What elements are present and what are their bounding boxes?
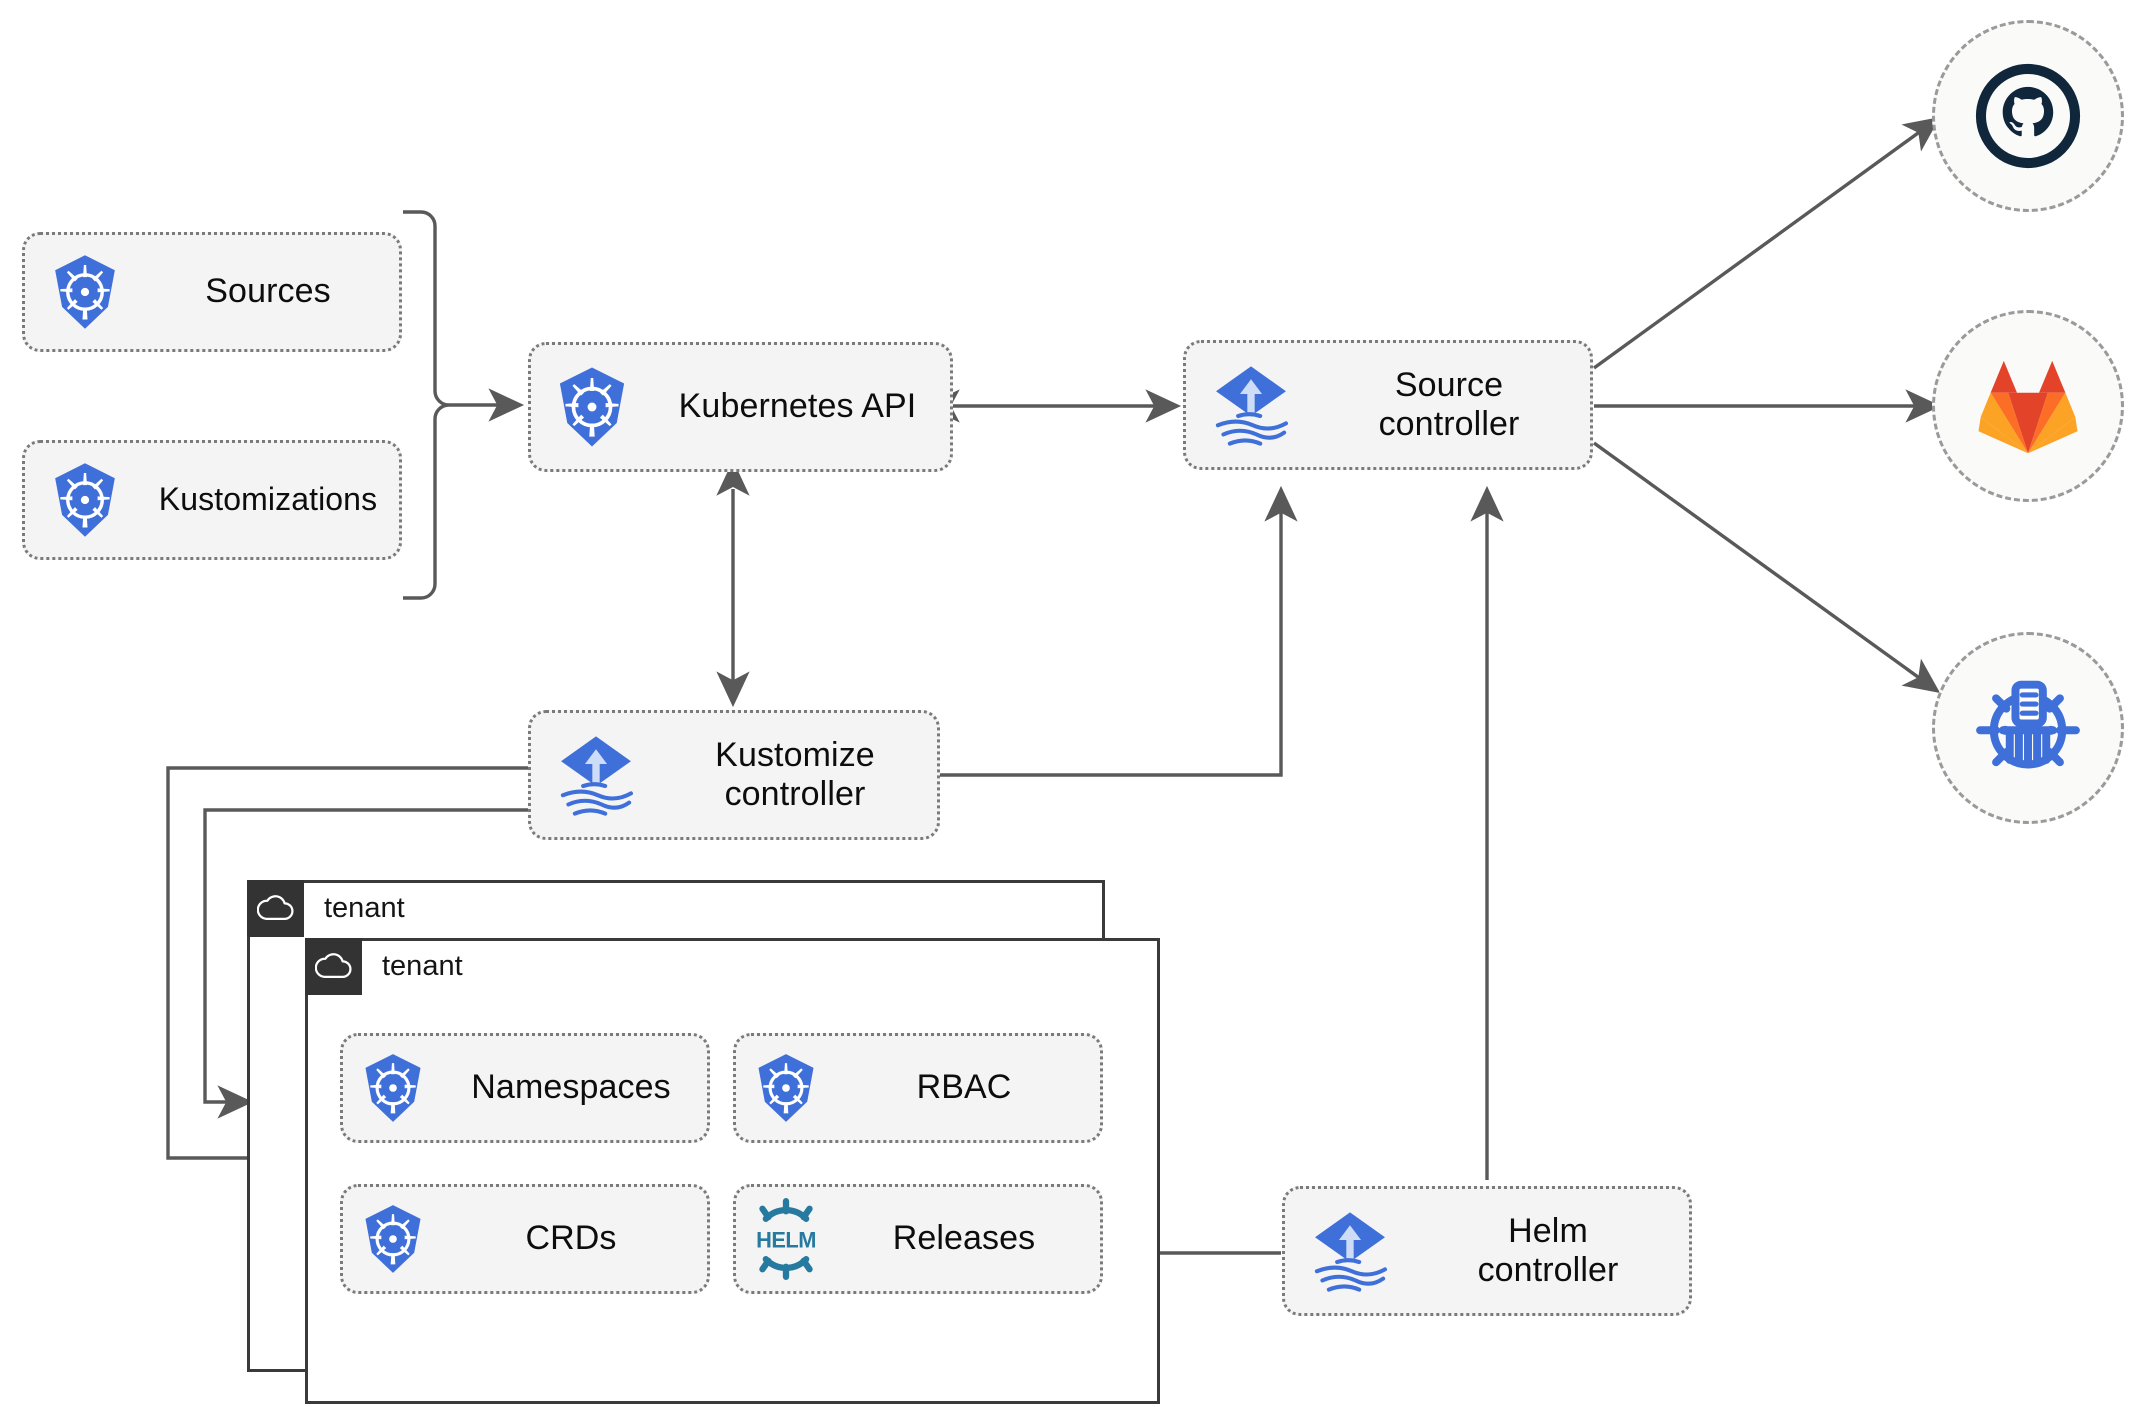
flux-icon — [1285, 1205, 1415, 1297]
node-rbac[interactable]: RBAC — [733, 1033, 1103, 1143]
node-label: Helm controller — [1477, 1211, 1619, 1289]
provider-gitlab[interactable] — [1932, 310, 2124, 502]
wire-source-to-github — [1593, 117, 1941, 370]
node-label: Kustomize controller — [715, 735, 875, 813]
helm-repo-icon — [1976, 680, 2080, 769]
node-label: CRDs — [525, 1219, 617, 1258]
node-label: RBAC — [916, 1068, 1012, 1107]
node-label: Source controller — [1378, 365, 1520, 443]
node-kustomize-controller[interactable]: Kustomize controller — [528, 710, 940, 840]
kubernetes-icon — [343, 1052, 443, 1124]
helm-icon: HELM — [736, 1197, 836, 1281]
kubernetes-icon — [25, 253, 145, 331]
tenant-front[interactable]: tenant — [305, 938, 1160, 1404]
node-helm-controller[interactable]: Helm controller — [1282, 1186, 1692, 1316]
node-label: Namespaces — [471, 1068, 671, 1107]
kubernetes-icon — [531, 365, 653, 449]
node-label: Sources — [205, 272, 331, 311]
tenant-label: tenant — [324, 892, 405, 924]
node-releases[interactable]: HELM Releases — [733, 1184, 1103, 1294]
tenant-tab: tenant — [247, 880, 405, 937]
node-label: Releases — [892, 1219, 1036, 1258]
provider-github[interactable] — [1932, 20, 2124, 212]
svg-text:HELM: HELM — [756, 1227, 816, 1252]
flux-icon — [1186, 359, 1316, 451]
gitlab-icon — [1978, 360, 2078, 454]
group-bracket — [403, 210, 450, 600]
kubernetes-icon — [736, 1052, 836, 1124]
node-label: Kustomizations — [158, 481, 378, 518]
tenant-label: tenant — [382, 950, 463, 982]
flux-icon — [531, 729, 661, 821]
tenant-tab: tenant — [305, 938, 463, 995]
provider-helm-repository[interactable] — [1932, 632, 2124, 824]
github-icon — [1975, 63, 2081, 169]
node-crds[interactable]: CRDs — [340, 1184, 710, 1294]
node-source-controller[interactable]: Source controller — [1183, 340, 1593, 470]
wire-kustomize-to-source-controller — [940, 485, 1298, 777]
node-kubernetes-api[interactable]: Kubernetes API — [528, 342, 953, 472]
node-label: Kubernetes API — [678, 387, 917, 426]
cloud-icon — [305, 938, 362, 995]
kubernetes-icon — [343, 1203, 443, 1275]
cloud-icon — [247, 880, 304, 937]
node-sources[interactable]: Sources — [22, 232, 402, 352]
kubernetes-icon — [25, 461, 145, 539]
node-kustomizations[interactable]: Kustomizations — [22, 440, 402, 560]
node-namespaces[interactable]: Namespaces — [340, 1033, 710, 1143]
wire-source-to-helm-repo — [1593, 441, 1941, 693]
